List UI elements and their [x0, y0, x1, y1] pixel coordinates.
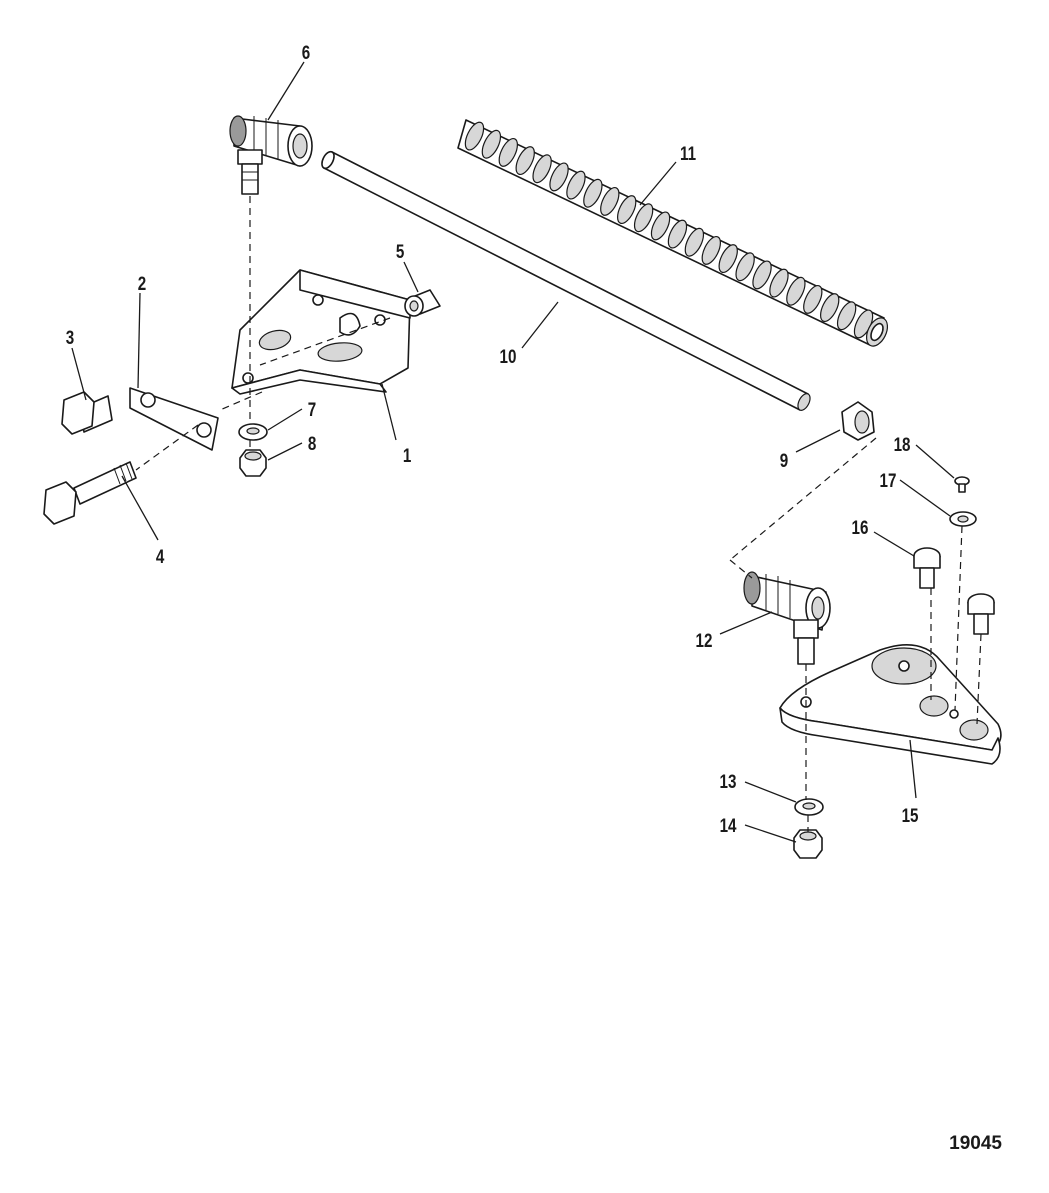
callout-13: 13	[720, 770, 737, 792]
part-1-bracket	[231, 269, 411, 395]
sleeve-rib	[600, 186, 620, 216]
part-8-nut	[239, 449, 267, 477]
part-11-sleeve	[457, 119, 889, 347]
callout-12: 12	[696, 629, 713, 651]
sleeve-rib	[532, 154, 552, 184]
part-6-ball-joint	[229, 115, 313, 195]
callout-16: 16	[852, 516, 869, 538]
part-9-nut	[841, 401, 875, 441]
part-4-long-bolt	[43, 461, 137, 525]
callout-3: 3	[66, 326, 74, 348]
sleeve-rib	[667, 219, 688, 249]
callout-1: 1	[403, 444, 412, 466]
callout-5: 5	[396, 240, 405, 262]
part-7-washer	[238, 423, 268, 441]
sleeve-rib	[718, 244, 738, 274]
callout-11: 11	[680, 142, 696, 164]
figure-number: 19045	[949, 1133, 1002, 1154]
part-3-bolt	[61, 391, 113, 435]
callout-2: 2	[138, 272, 146, 294]
sleeve-rib	[701, 235, 721, 265]
part-12-ball-joint	[743, 571, 831, 665]
sleeve-rib	[498, 137, 518, 167]
sleeve-rib	[820, 293, 840, 323]
callout-9: 9	[780, 449, 788, 471]
callout-7: 7	[308, 398, 316, 420]
leader-lines	[71, 61, 955, 843]
part-17-washer	[949, 511, 977, 527]
part-15-plate	[779, 644, 1002, 765]
part-2-tab-washer	[129, 387, 219, 451]
sleeve-rib	[566, 170, 586, 200]
sleeve-rib	[549, 162, 569, 192]
callout-17: 17	[880, 469, 897, 491]
part-13-washer	[794, 798, 824, 816]
part-14-nut	[793, 829, 823, 859]
sleeve-rib	[735, 252, 755, 282]
sleeve-rib	[633, 203, 654, 233]
callout-10: 10	[500, 345, 517, 367]
part-10-rod	[321, 150, 811, 411]
callout-4: 4	[156, 545, 165, 567]
sleeve-rib	[515, 146, 535, 176]
part-18-small-screw	[954, 476, 970, 493]
sleeve-rib	[769, 268, 789, 298]
callout-8: 8	[308, 432, 317, 454]
sleeve-rib	[650, 211, 671, 241]
assembly-lines	[135, 196, 982, 832]
sleeve-rib	[684, 227, 705, 257]
sleeve-rib	[464, 121, 485, 151]
callout-14: 14	[720, 814, 737, 836]
sleeve-rib	[752, 260, 772, 290]
callout-15: 15	[902, 804, 919, 826]
sleeve-rib	[583, 178, 603, 208]
callout-18: 18	[894, 433, 911, 455]
part-5-spacer	[404, 289, 441, 317]
callout-6: 6	[302, 41, 310, 63]
sleeve-rib	[617, 195, 637, 225]
sleeve-rib	[836, 301, 857, 331]
callout-labels: 1 2 3 4 5 6 7 8 9 10 11 12 13 14 15 16 1…	[66, 41, 919, 836]
sleeve-rib	[786, 276, 806, 306]
sleeve-rib	[481, 129, 502, 159]
sleeve-rib	[803, 284, 823, 314]
part-16-screws	[913, 547, 995, 635]
